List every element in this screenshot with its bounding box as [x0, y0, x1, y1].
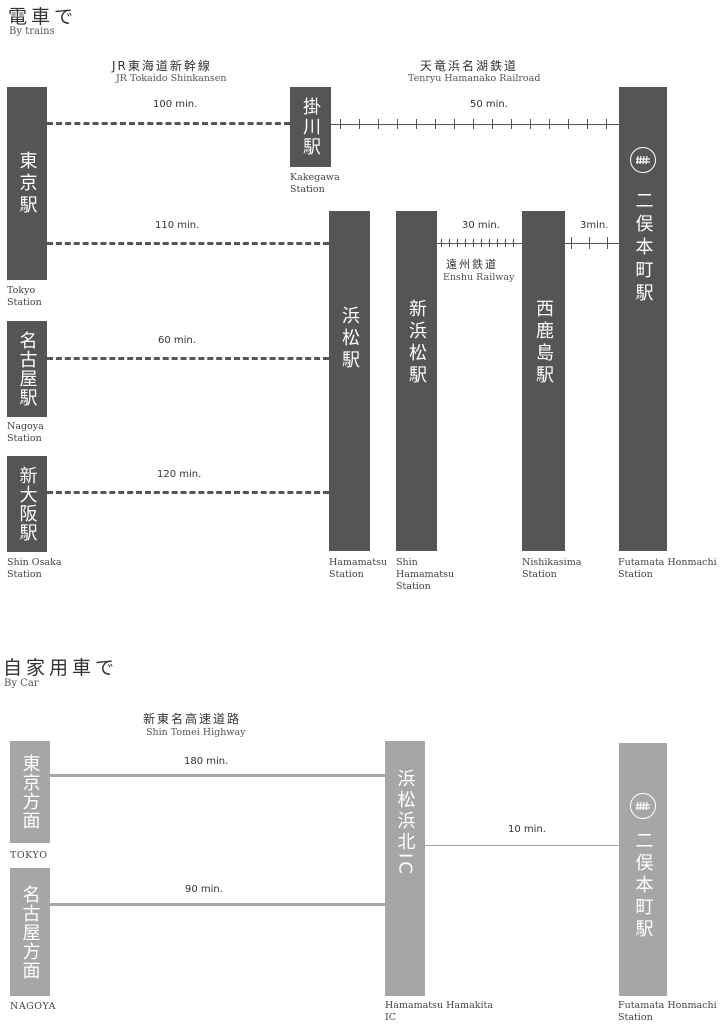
station-tokyo: 東京駅: [7, 87, 47, 280]
station-futamata-label: 二俣本町駅: [632, 191, 654, 306]
hamamatsu-hamakita-ic-label: 浜松浜北IC: [394, 769, 416, 877]
rail-ticks-tenhama-short: [565, 237, 619, 250]
station-shin-osaka-en: Shin Osaka Station: [7, 557, 62, 580]
origin-tokyo: 東京方面: [10, 741, 50, 843]
time-shinhamamatsu-nishikashima: 30 min.: [462, 220, 500, 231]
time-kakegawa-futamata: 50 min.: [470, 99, 508, 110]
station-kakegawa-label: 掛川駅: [300, 97, 321, 157]
origin-nagoya: 名古屋方面: [10, 868, 50, 996]
origin-tokyo-en: TOKYO: [10, 850, 48, 861]
station-shin-hamamatsu-label: 新浜松駅: [406, 299, 427, 387]
rail-ticks-tenhama: [331, 119, 619, 130]
route-nagoya-hamamatsu: [47, 357, 329, 360]
route-tokyo-ic: [50, 774, 385, 777]
futamata-logo-icon: [630, 793, 656, 819]
time-ic-futamata: 10 min.: [508, 824, 546, 835]
station-hamamatsu-en: Hamamatsu Station: [329, 557, 388, 580]
route-nishikashima-futamata: [565, 243, 619, 244]
station-tokyo-en: Tokyo Station: [7, 285, 42, 308]
station-kakegawa: 掛川駅: [290, 87, 331, 167]
time-nishikashima-futamata: 3min.: [580, 220, 609, 231]
highway-label: 新東名高速道路: [143, 712, 242, 726]
origin-nagoya-label: 名古屋方面: [19, 884, 41, 980]
station-futamata: 二俣本町駅: [619, 87, 667, 551]
station-hamamatsu: 浜松駅: [329, 211, 370, 551]
station-futamata-en: Futamata Honmachi Station: [618, 557, 717, 580]
line-label-enshu: 遠州鉄道: [446, 258, 498, 271]
station-shin-hamamatsu: 新浜松駅: [396, 211, 437, 551]
line-label-shinkansen: JR東海道新幹線: [112, 59, 212, 73]
station-hamamatsu-label: 浜松駅: [339, 306, 360, 372]
futamata-logo-icon: [630, 147, 656, 173]
car-section-subtitle: By Car: [4, 678, 39, 689]
car-section-title: 自家用車で: [3, 657, 119, 679]
time-tokyo-hamamatsu: 110 min.: [155, 220, 200, 231]
station-shin-osaka: 新大阪駅: [7, 456, 47, 552]
route-shinosaka-hamamatsu: [47, 491, 329, 494]
time-tokyo-ic: 180 min.: [184, 756, 229, 767]
station-kakegawa-en: Kakegawa Station: [290, 172, 340, 195]
route-ic-futamata: [425, 845, 619, 846]
route-nagoya-ic: [50, 903, 385, 906]
origin-tokyo-label: 東京方面: [19, 754, 41, 830]
highway-label-en: Shin Tomei Highway: [146, 727, 246, 738]
route-kakegawa-futamata: [331, 124, 619, 125]
origin-nagoya-en: NAGOYA: [10, 1001, 56, 1012]
station-nishikashima-en: Nishikasima Station: [522, 557, 582, 580]
station-shin-hamamatsu-en: Shin Hamamatsu Station: [396, 557, 455, 592]
route-shinhamamatsu-nishikashima: [437, 243, 522, 244]
station-shin-osaka-label: 新大阪駅: [16, 466, 38, 542]
station-nagoya: 名古屋駅: [7, 321, 47, 417]
destination-futamata-en: Futamata Honmachi Station: [618, 1000, 717, 1023]
train-section-subtitle: By trains: [9, 26, 55, 37]
station-nagoya-en: Nagoya Station: [7, 421, 44, 444]
route-tokyo-hamamatsu: [47, 242, 329, 245]
train-section-title: 電車で: [8, 6, 78, 28]
station-nagoya-label: 名古屋駅: [16, 331, 38, 407]
rail-ticks-enshu: [437, 239, 522, 248]
line-label-tenhama-en: Tenryu Hamanako Railroad: [408, 73, 541, 84]
hamamatsu-hamakita-ic: 浜松浜北IC: [385, 741, 425, 996]
destination-futamata: 二俣本町駅: [619, 743, 667, 996]
line-label-enshu-en: Enshu Railway: [443, 272, 515, 283]
station-nishikashima-label: 西鹿島駅: [533, 299, 554, 387]
time-nagoya-hamamatsu: 60 min.: [158, 335, 196, 346]
time-nagoya-ic: 90 min.: [185, 884, 223, 895]
time-shinosaka-hamamatsu: 120 min.: [157, 469, 202, 480]
time-tokyo-kakegawa: 100 min.: [153, 99, 198, 110]
line-label-tenhama: 天竜浜名湖鉄道: [420, 59, 519, 73]
station-tokyo-label: 東京駅: [16, 150, 38, 217]
route-tokyo-kakegawa: [47, 122, 290, 125]
station-nishikashima: 西鹿島駅: [522, 211, 565, 551]
destination-futamata-label: 二俣本町駅: [632, 831, 654, 941]
hamamatsu-hamakita-ic-en: Hamamatsu Hamakita IC: [385, 1000, 494, 1023]
line-label-shinkansen-en: JR Tokaido Shinkansen: [116, 73, 227, 84]
